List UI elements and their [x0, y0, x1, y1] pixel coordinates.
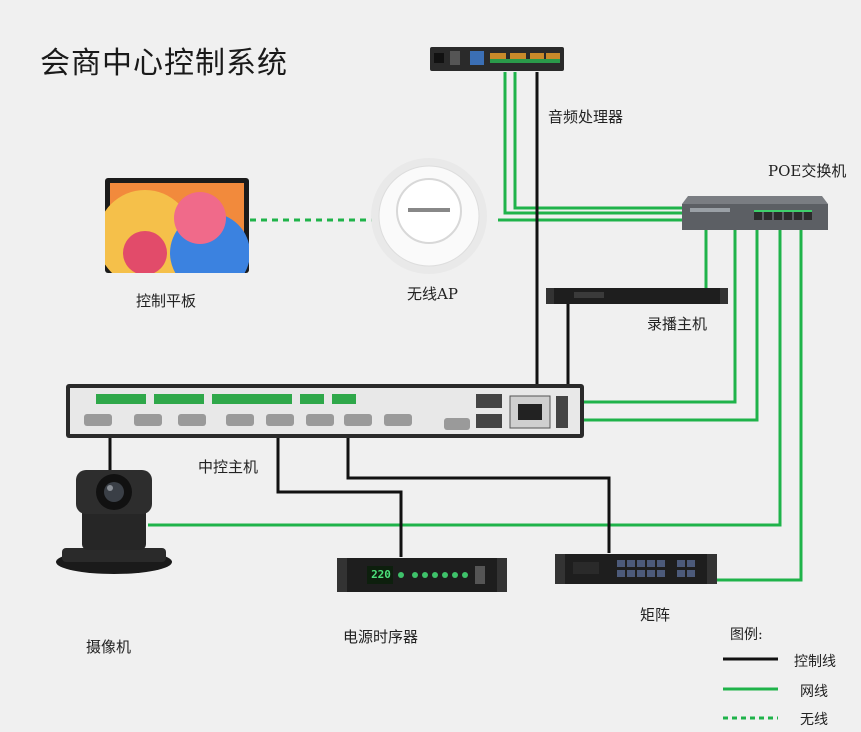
camera-label: 摄像机: [86, 638, 132, 656]
legend-network-label: 网线: [800, 684, 828, 700]
audio-processor-device: [430, 45, 564, 73]
net-audio-switch: [503, 72, 684, 215]
recorder-device: [546, 286, 728, 306]
power-sequencer-label: 电源时序器: [343, 628, 419, 646]
tablet-label: 控制平板: [136, 292, 197, 310]
power-sequencer-device: 220: [337, 556, 507, 594]
net-switch-controller-2: [583, 230, 759, 422]
matrix-label: 矩阵: [640, 606, 671, 624]
ctrl-controller-power: [276, 436, 403, 557]
network-lines: [148, 72, 803, 582]
control-lines: [108, 72, 611, 557]
central-controller-device: [66, 384, 584, 438]
ctrl-controller-matrix: [346, 436, 611, 553]
audio-processor-label: 音频处理器: [548, 108, 624, 126]
net-switch-controller-1: [583, 230, 737, 404]
wireless-ap-label: 无线AP: [407, 285, 458, 303]
net-audio-switch-2: [513, 72, 684, 210]
diagram-title: 会商中心控制系统: [40, 46, 288, 81]
tablet-device: [97, 178, 250, 293]
matrix-device: [555, 552, 717, 586]
net-switch-matrix: [717, 230, 803, 582]
legend-title: 图例:: [730, 627, 763, 643]
legend-wireless-label: 无线: [800, 712, 828, 728]
camera-device: [52, 466, 176, 574]
net-switch-camera: [148, 230, 782, 527]
controller-label: 中控主机: [198, 458, 259, 476]
power-display: 220: [371, 568, 391, 581]
wireless-ap-device: [368, 155, 490, 277]
poe-switch-label: POE交换机: [768, 162, 847, 180]
legend-control-label: 控制线: [794, 654, 836, 670]
recorder-label: 录播主机: [647, 315, 708, 333]
poe-switch-device: [682, 196, 828, 230]
